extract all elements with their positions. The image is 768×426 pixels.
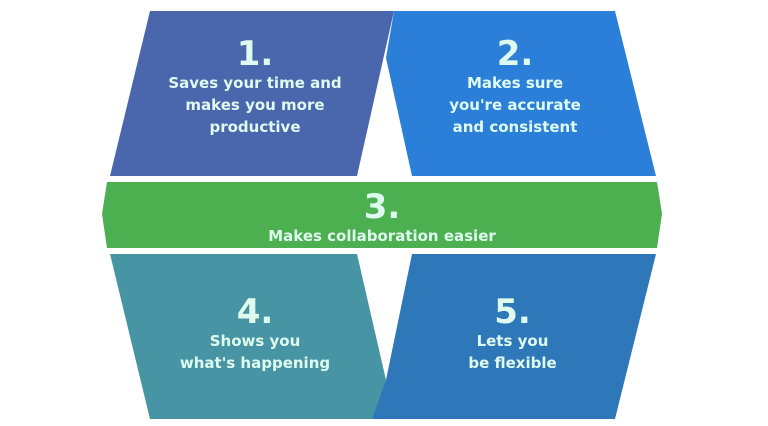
item-3: 3. Makes collaboration easier — [102, 189, 662, 247]
item-5: 5. Lets you be flexible — [400, 294, 625, 374]
item-1-line-1: Saves your time and — [168, 74, 342, 92]
item-3-shape — [102, 182, 662, 248]
item-5-line-2: be flexible — [468, 354, 557, 372]
item-4-shape — [110, 254, 386, 419]
item-2-number: 2. — [496, 34, 534, 74]
item-4-line-1: Shows you — [209, 332, 301, 350]
item-2-shape — [386, 11, 656, 176]
item-4-line-2: what's happening — [179, 354, 331, 372]
item-1: 1. Saves your time and makes you more pr… — [140, 36, 370, 138]
item-1-number: 1. — [236, 34, 274, 74]
item-3-number: 3. — [363, 187, 401, 227]
item-2-line-2: you're accurate — [449, 96, 581, 114]
item-3-line-1: Makes collaboration easier — [268, 227, 496, 245]
item-1-line-3: productive — [209, 118, 301, 136]
item-1-line-2: makes you more — [185, 96, 325, 114]
item-2: 2. Makes sure you're accurate and consis… — [405, 36, 625, 138]
item-2-line-3: and consistent — [452, 118, 578, 136]
item-4: 4. Shows you what's happening — [140, 294, 370, 374]
item-2-line-1: Makes sure — [466, 74, 564, 92]
item-4-number: 4. — [236, 292, 274, 332]
item-5-line-1: Lets you — [476, 332, 549, 350]
item-1-shape — [110, 11, 394, 176]
item-5-number: 5. — [494, 292, 531, 332]
item-5-shape — [372, 254, 656, 419]
